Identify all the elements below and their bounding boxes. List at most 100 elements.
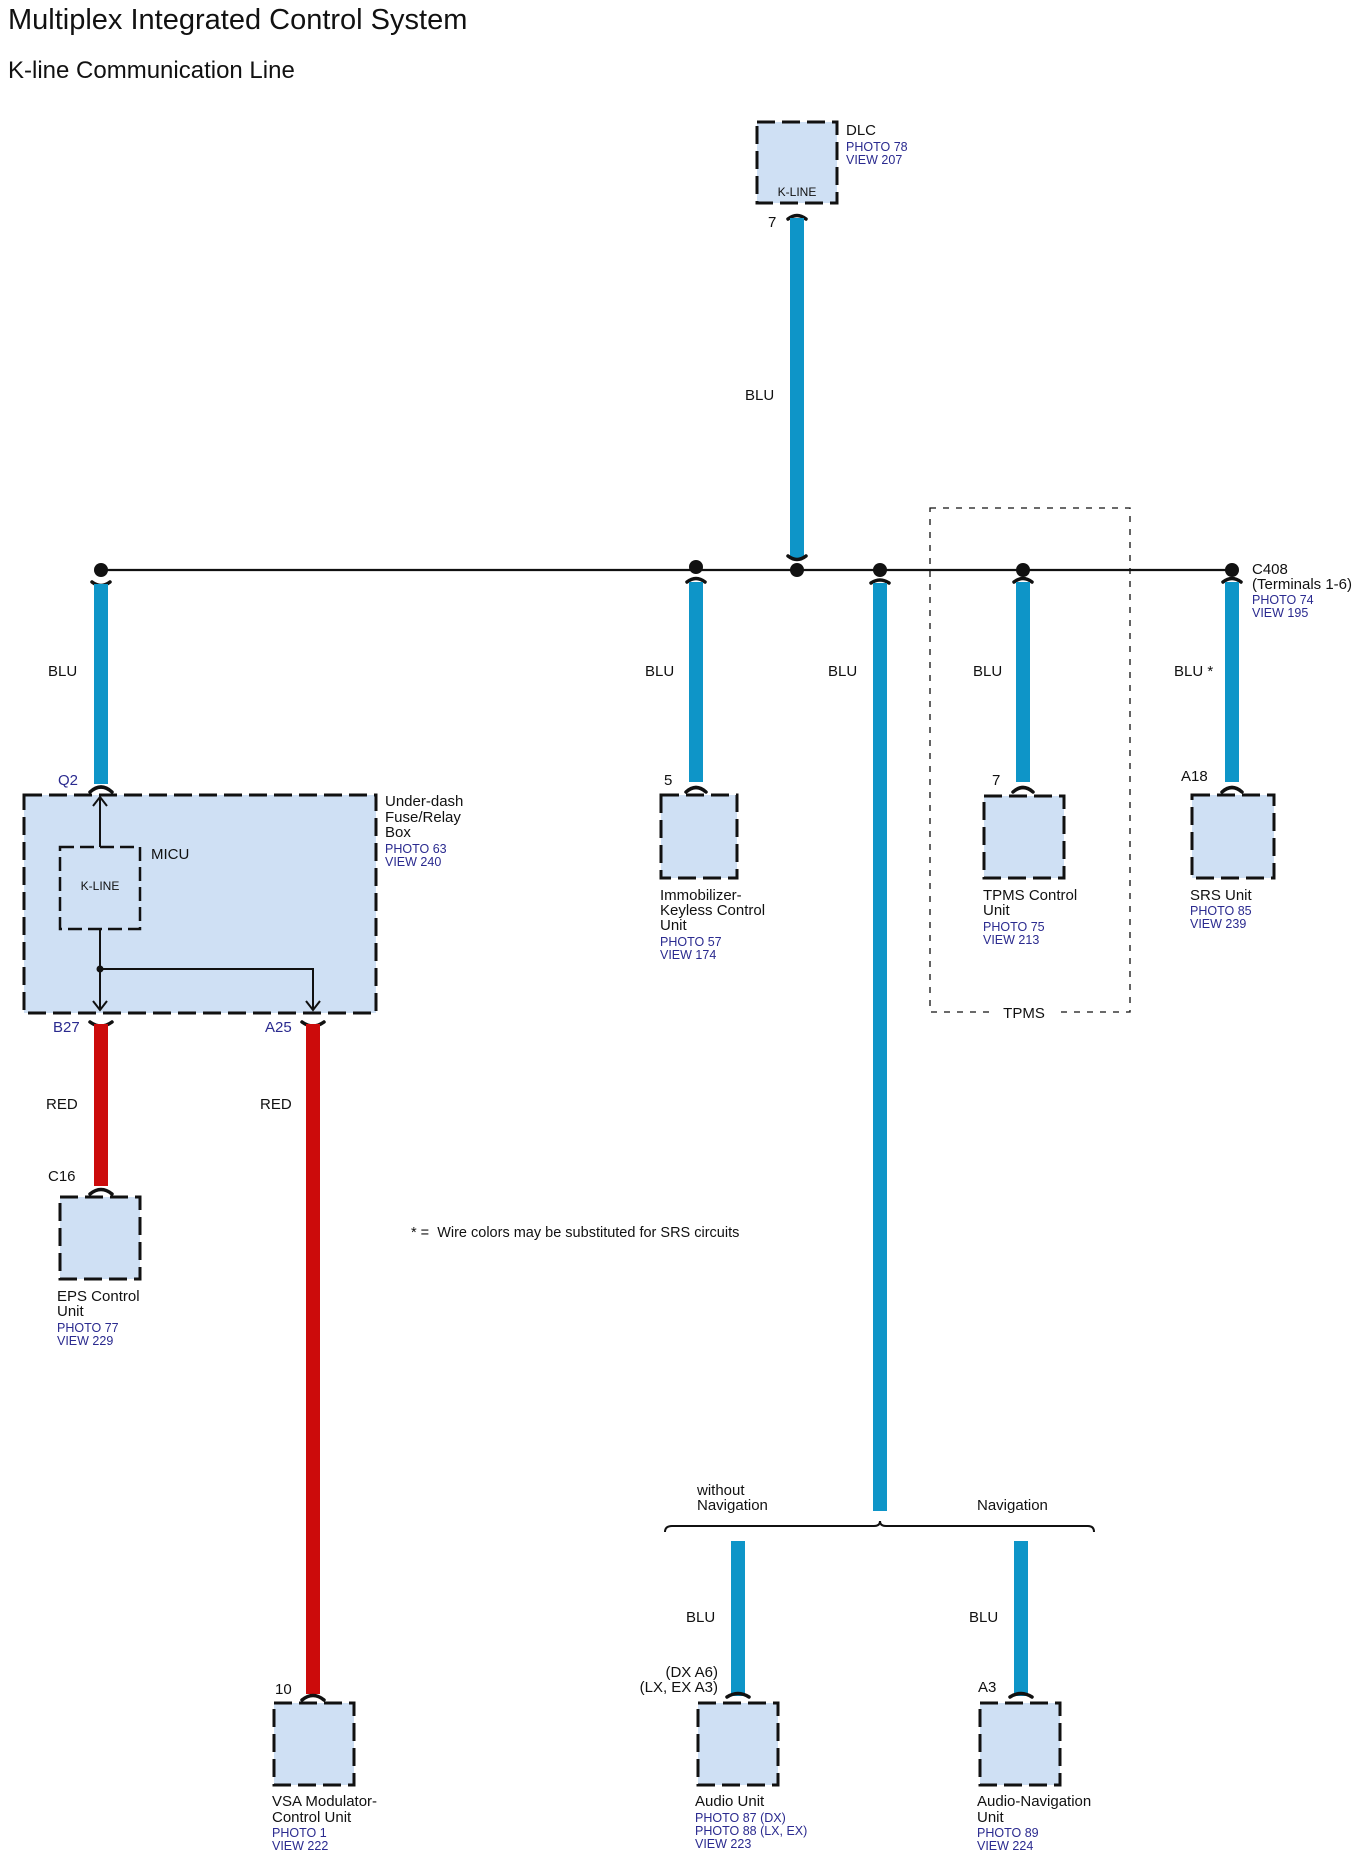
splice-point-immobilizer: [689, 560, 703, 574]
dlc-wire[interactable]: [790, 218, 804, 558]
dlc-photo-ref[interactable]: PHOTO 78: [846, 140, 908, 154]
audio-nav-name-line-2: Unit: [977, 1809, 1005, 1826]
eps-photo-ref[interactable]: PHOTO 77: [57, 1321, 119, 1335]
srs-view-ref[interactable]: VIEW 239: [1190, 917, 1246, 931]
c408-view-ref[interactable]: VIEW 195: [1252, 606, 1308, 620]
fuse-box-name-line-1: Under-dash: [385, 793, 463, 810]
without-navigation-label-line-2: Navigation: [697, 1497, 768, 1514]
c408-detail: (Terminals 1-6): [1252, 576, 1352, 593]
fuse-box-pin-q2: Q2: [58, 772, 78, 789]
audio-unit[interactable]: Audio Unit PHOTO 87 (DX) PHOTO 88 (LX, E…: [695, 1701, 807, 1851]
audio-nav-terminal-icon: [1008, 1691, 1034, 1699]
arrow-up-icon: [92, 795, 108, 807]
vsa-view-ref[interactable]: VIEW 222: [272, 1839, 328, 1853]
eps-view-ref[interactable]: VIEW 229: [57, 1334, 113, 1348]
splice-point-tpms: [1016, 563, 1030, 577]
srs-wire-color-note: * = Wire colors may be substituted for S…: [411, 1225, 739, 1241]
vsa-terminal-icon: [300, 1693, 326, 1702]
dlc-box[interactable]: [755, 120, 839, 205]
eps-control-unit[interactable]: EPS Control Unit PHOTO 77 VIEW 229: [57, 1195, 142, 1348]
eps-name-line-1: EPS Control: [57, 1288, 140, 1305]
audio-nav-box[interactable]: [978, 1701, 1062, 1787]
micu-to-a25-line: [100, 968, 314, 1010]
immobilizer-name-line-1: Immobilizer-: [660, 887, 742, 904]
c16-terminal-icon: [88, 1187, 114, 1196]
audio-unit-photo-ref-dx[interactable]: PHOTO 87 (DX): [695, 1811, 786, 1825]
dlc-pin-terminal-icon: [786, 213, 808, 221]
dlc-connector[interactable]: K-LINE DLC PHOTO 78 VIEW 207: [755, 120, 908, 205]
micu-box[interactable]: [58, 845, 142, 931]
immobilizer-keyless-control-unit[interactable]: Immobilizer- Keyless Control Unit PHOTO …: [659, 793, 765, 962]
srs-box[interactable]: [1190, 793, 1276, 880]
q2-terminal-icon: [88, 785, 114, 794]
fuse-box-pin-b27: B27: [53, 1019, 80, 1036]
vsa-wire[interactable]: [306, 1024, 320, 1694]
audio-nav-name-line-1: Audio-Navigation: [977, 1793, 1091, 1810]
vsa-box[interactable]: [272, 1701, 356, 1787]
audio-nav-wire-color-label: BLU: [969, 1609, 998, 1626]
tpms-wire[interactable]: [1016, 582, 1030, 782]
srs-wire[interactable]: [1225, 582, 1239, 782]
audio-nav-wire[interactable]: [1014, 1541, 1028, 1696]
audio-nav-photo-ref[interactable]: PHOTO 89: [977, 1826, 1039, 1840]
tpms-terminal-icon: [1011, 785, 1035, 794]
fuse-box-view-ref[interactable]: VIEW 240: [385, 855, 441, 869]
tpms-group-label: TPMS: [1003, 1005, 1045, 1022]
srs-photo-ref[interactable]: PHOTO 85: [1190, 904, 1252, 918]
audio-unit-wire[interactable]: [731, 1541, 745, 1696]
under-dash-fuse-relay-box[interactable]: Under-dash Fuse/Relay Box PHOTO 63 VIEW …: [22, 793, 463, 1015]
audio-unit-box[interactable]: [696, 1701, 780, 1787]
vsa-modulator-control-unit[interactable]: VSA Modulator- Control Unit PHOTO 1 VIEW…: [272, 1701, 377, 1853]
vsa-wire-color-label: RED: [260, 1096, 292, 1113]
dlc-name: DLC: [846, 122, 876, 139]
tpms-photo-ref[interactable]: PHOTO 75: [983, 920, 1045, 934]
dlc-wire-color-label: BLU: [745, 387, 774, 404]
tpms-name-line-2: Unit: [983, 902, 1011, 919]
c408-name: C408: [1252, 561, 1288, 578]
tpms-box[interactable]: [982, 794, 1066, 880]
immobilizer-name-line-3: Unit: [660, 917, 688, 934]
audio-nav-view-ref[interactable]: VIEW 224: [977, 1839, 1033, 1853]
eps-name-line-2: Unit: [57, 1303, 85, 1320]
vsa-photo-ref[interactable]: PHOTO 1: [272, 1826, 327, 1840]
dlc-bottom-terminal-icon: [786, 554, 808, 562]
c408-connector[interactable]: C408 (Terminals 1-6) PHOTO 74 VIEW 195: [1252, 561, 1352, 620]
splice-point-audio: [873, 563, 887, 577]
fuse-box-wire[interactable]: [94, 584, 108, 784]
tpms-bus-terminal-icon: [1012, 576, 1034, 584]
immobilizer-box[interactable]: [659, 793, 739, 880]
srs-wire-color-label: BLU *: [1174, 663, 1213, 680]
arrow-down-icon: [92, 1000, 108, 1012]
immobilizer-wire[interactable]: [689, 582, 703, 782]
variant-brace: [664, 1520, 1095, 1533]
audio-trunk-wire-color-label: BLU: [828, 663, 857, 680]
immobilizer-photo-ref[interactable]: PHOTO 57: [660, 935, 722, 949]
c408-photo-ref[interactable]: PHOTO 74: [1252, 593, 1314, 607]
without-navigation-label-line-1: without: [696, 1482, 745, 1499]
srs-name: SRS Unit: [1190, 887, 1253, 904]
dlc-pin-label: 7: [768, 214, 776, 231]
arrow-down-icon: [305, 1000, 321, 1012]
audio-navigation-unit[interactable]: Audio-Navigation Unit PHOTO 89 VIEW 224: [977, 1701, 1091, 1853]
eps-box[interactable]: [58, 1195, 142, 1281]
audio-trunk-wire[interactable]: [873, 583, 887, 1511]
audio-unit-view-ref[interactable]: VIEW 223: [695, 1837, 751, 1851]
audio-unit-photo-ref-lx-ex[interactable]: PHOTO 88 (LX, EX): [695, 1824, 807, 1838]
immobilizer-view-ref[interactable]: VIEW 174: [660, 948, 716, 962]
srs-unit[interactable]: SRS Unit PHOTO 85 VIEW 239: [1190, 793, 1276, 931]
tpms-label-background: [990, 1003, 1060, 1021]
tpms-control-unit[interactable]: TPMS Control Unit PHOTO 75 VIEW 213: [982, 794, 1077, 947]
tpms-pin-label: 7: [992, 772, 1000, 789]
splice-point-c408: [1225, 563, 1239, 577]
audio-unit-wire-color-label: BLU: [686, 1609, 715, 1626]
tpms-view-ref[interactable]: VIEW 213: [983, 933, 1039, 947]
audio-unit-name: Audio Unit: [695, 1793, 765, 1810]
immobilizer-wire-color-label: BLU: [645, 663, 674, 680]
dlc-view-ref[interactable]: VIEW 207: [846, 153, 902, 167]
eps-wire[interactable]: [94, 1024, 108, 1186]
fuse-box-name-line-3: Box: [385, 824, 411, 841]
srs-pin-label: A18: [1181, 768, 1208, 785]
fuse-box-photo-ref[interactable]: PHOTO 63: [385, 842, 447, 856]
dlc-inner-label: K-LINE: [778, 185, 817, 199]
